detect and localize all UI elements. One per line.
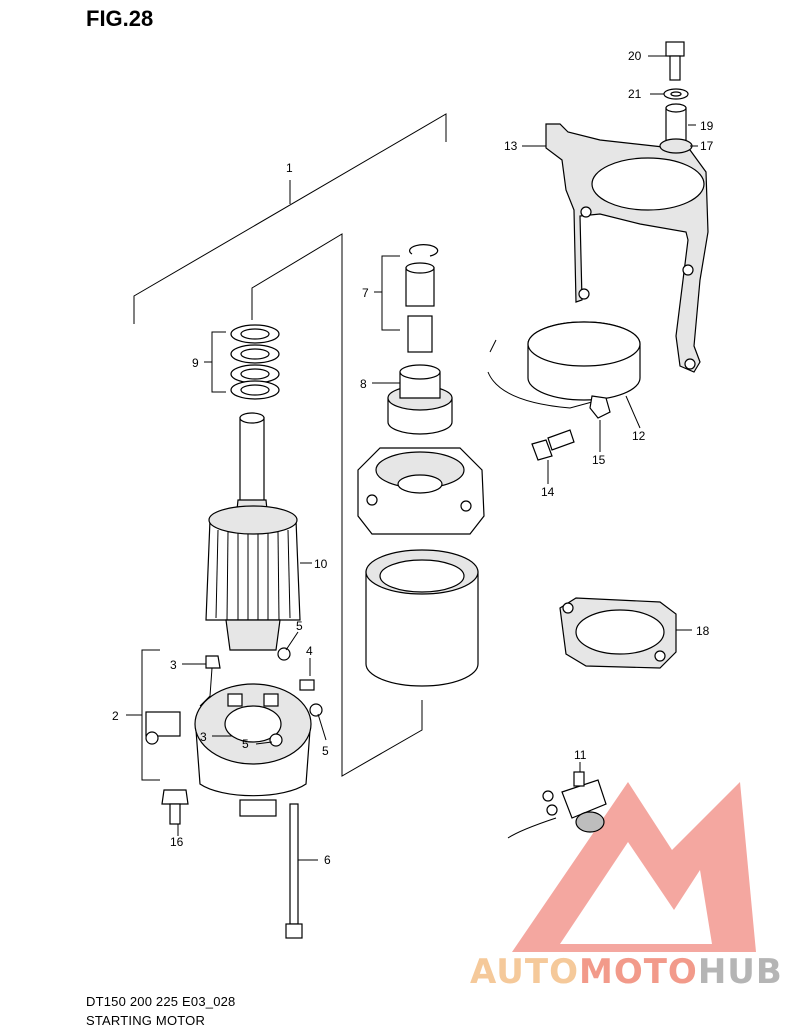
watermark-text: AUTOMOTOHUB	[470, 952, 783, 992]
gasket	[559, 597, 692, 669]
callout-2: 2	[112, 709, 119, 723]
watermark-part-a: AUTO	[470, 952, 579, 992]
watermark-logo	[512, 782, 756, 952]
callout-17: 17	[700, 139, 714, 153]
figure-name: STARTING MOTOR	[86, 1013, 206, 1028]
callout-5c: 5	[322, 744, 329, 758]
callout-5a: 5	[296, 619, 303, 633]
callout-10: 10	[314, 557, 328, 571]
bolt-14	[531, 420, 601, 484]
top-fasteners	[648, 41, 698, 154]
callout-4: 4	[306, 644, 313, 658]
band	[487, 321, 641, 429]
callout-9: 9	[192, 356, 199, 370]
pinion-gear	[372, 364, 453, 435]
callout-19: 19	[700, 119, 714, 133]
figure-model-code: DT150 200 225 E03_028	[86, 994, 236, 1009]
figure-title: FIG.28	[86, 6, 154, 31]
callout-16: 16	[170, 835, 184, 849]
callout-12: 12	[632, 429, 646, 443]
yoke	[365, 549, 479, 687]
callout-labels: 1 2 3 3 4 5 5 5 6 7 8 9 10 11 12 13 14 1…	[112, 49, 714, 867]
through-bolt	[285, 803, 318, 939]
armature	[205, 412, 312, 651]
callout-7: 7	[362, 286, 369, 300]
callout-14: 14	[541, 485, 555, 499]
brush-holder	[126, 631, 327, 817]
callout-8: 8	[360, 377, 367, 391]
callout-18: 18	[696, 624, 710, 638]
watermark-part-c: HUB	[697, 952, 783, 992]
callout-15: 15	[592, 453, 606, 467]
callout-1: 1	[286, 161, 293, 175]
callout-21: 21	[628, 87, 642, 101]
callout-20: 20	[628, 49, 642, 63]
bolt-16	[161, 789, 189, 836]
front-cover	[357, 447, 485, 535]
group-1-bracket	[133, 113, 447, 777]
pinion-parts	[374, 244, 439, 353]
callout-11: 11	[574, 748, 587, 762]
callout-3b: 3	[200, 730, 207, 744]
callout-6: 6	[324, 853, 331, 867]
washer-stack	[204, 324, 280, 400]
callout-13: 13	[504, 139, 518, 153]
solenoid	[507, 762, 607, 839]
callout-5b: 5	[242, 737, 249, 751]
watermark-part-b: MOTO	[578, 952, 698, 992]
callout-3a: 3	[170, 658, 177, 672]
